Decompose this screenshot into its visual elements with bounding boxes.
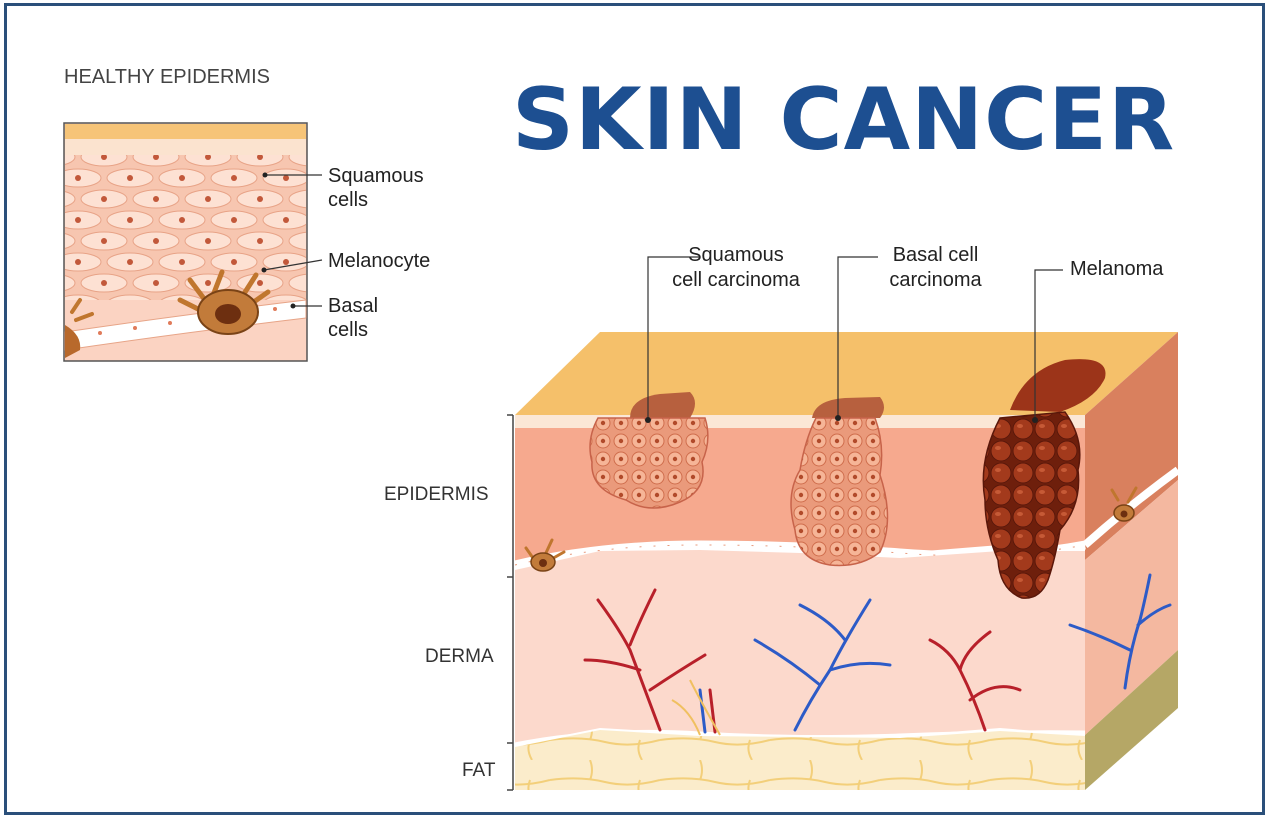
squamous-cells-label: Squamous cells <box>328 164 424 212</box>
bcc-label-line1: Basal cell <box>878 243 993 268</box>
squamous-cell-carcinoma-label: Squamous cell carcinoma <box>662 243 810 293</box>
healthy-epidermis-inset <box>64 123 322 361</box>
skin-block <box>507 257 1178 790</box>
squamous-cells-label-line1: Squamous <box>328 164 424 188</box>
derma-layer-label: DERMA <box>425 646 494 668</box>
basal-cell-carcinoma-label: Basal cell carcinoma <box>878 243 993 293</box>
scc-label-line1: Squamous <box>662 243 810 268</box>
squamous-cells-label-line2: cells <box>328 188 424 212</box>
bcc-label-line2: carcinoma <box>878 268 993 293</box>
epidermis-layer-label: EPIDERMIS <box>384 484 489 506</box>
fat-layer-label: FAT <box>462 760 495 782</box>
melanoma-label: Melanoma <box>1070 257 1163 281</box>
basal-cells-label: Basal cells <box>328 294 378 342</box>
basal-cells-label-line1: Basal <box>328 294 378 318</box>
scc-label-line2: cell carcinoma <box>662 268 810 293</box>
melanocyte-label: Melanocyte <box>328 249 430 273</box>
main-title: SKIN CANCER <box>512 70 1175 170</box>
basal-cells-label-line2: cells <box>328 318 378 342</box>
inset-heading: HEALTHY EPIDERMIS <box>64 66 270 89</box>
